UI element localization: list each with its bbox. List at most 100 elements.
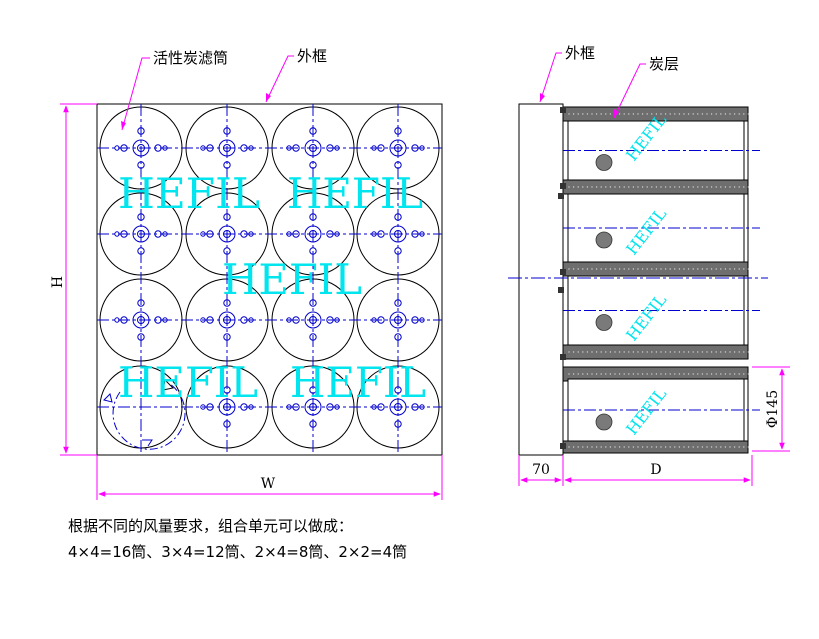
carbon-dot	[568, 268, 570, 270]
carbon-dot	[743, 373, 745, 375]
carbon-dot	[632, 268, 635, 270]
carbon-dot	[614, 268, 616, 270]
carbon-dot	[655, 373, 658, 375]
carbon-dot	[632, 373, 635, 375]
carbon-dot	[595, 351, 598, 353]
carbon-dot	[568, 186, 570, 188]
carbon-dot	[637, 351, 639, 353]
carbon-dot	[582, 446, 584, 448]
carbon-dot	[706, 351, 708, 353]
carbon-dot	[674, 186, 676, 188]
carbon-dot	[655, 186, 658, 188]
carbon-dot	[729, 186, 731, 188]
carbon-dot	[747, 268, 750, 270]
carbon-dot	[595, 446, 598, 448]
carbon-dot	[632, 186, 635, 188]
carbon-dot	[683, 113, 685, 115]
carbon-dot	[683, 268, 685, 270]
carbon-dot	[577, 268, 579, 270]
carbon-dot	[595, 268, 598, 270]
carbon-dot	[710, 373, 713, 375]
side-canisters	[558, 106, 760, 454]
front-centerlines	[97, 104, 442, 455]
caption-line-2: 4×4=16筒、3×4=12筒、2×4=8筒、2×2=4筒	[68, 543, 408, 561]
clamp-mark	[560, 183, 566, 189]
width-dimension	[96, 455, 443, 500]
side-outer-frame	[518, 103, 564, 456]
carbon-dot	[641, 351, 644, 353]
carbon-dot	[618, 186, 621, 188]
carbon-dot	[738, 113, 740, 115]
carbon-dot	[697, 373, 699, 375]
carbon-dot	[660, 268, 662, 270]
carbon-dot	[706, 113, 708, 115]
carbon-dot	[733, 351, 736, 353]
carbon-dot	[697, 268, 699, 270]
carbon-dot	[710, 446, 713, 448]
carbon-dot	[669, 113, 671, 115]
carbon-dot	[609, 373, 612, 375]
carbon-dot	[715, 268, 717, 270]
carbon-dot	[687, 446, 690, 448]
carbon-dot	[641, 373, 644, 375]
rotation-symbol	[103, 378, 186, 450]
carbon-dot	[660, 446, 662, 448]
carbon-dot	[605, 186, 607, 188]
carbon-dot	[724, 373, 727, 375]
carbon-dot	[632, 446, 635, 448]
carbon-dot	[747, 113, 750, 115]
carbon-dot	[733, 373, 736, 375]
carbon-dot	[568, 373, 570, 375]
carbon-dot	[729, 351, 731, 353]
carbon-dot	[577, 113, 579, 115]
carbon-dot	[706, 373, 708, 375]
carbon-dot	[724, 446, 727, 448]
carbon-dot	[733, 446, 736, 448]
canister-leader	[121, 57, 150, 131]
carbon-dot	[678, 446, 681, 448]
carbon-dot	[595, 113, 598, 115]
carbon-dot	[678, 186, 681, 188]
carbon-dot	[651, 268, 653, 270]
carbon-dot	[582, 351, 584, 353]
side-frame-leader	[539, 52, 562, 103]
carbon-dot	[674, 351, 676, 353]
carbon-dot	[582, 113, 584, 115]
carbon-dot	[609, 268, 612, 270]
carbon-dot	[605, 113, 607, 115]
carbon-dot	[646, 186, 648, 188]
carbon-dot	[651, 351, 653, 353]
carbon-dot	[614, 351, 616, 353]
carbon-dot	[655, 351, 658, 353]
carbon-dot	[572, 351, 575, 353]
carbon-dot	[618, 268, 621, 270]
carbon-dot	[729, 113, 731, 115]
carbon-dot	[600, 113, 602, 115]
carbon-dot	[628, 446, 630, 448]
height-label: H	[50, 276, 66, 288]
carbon-dot	[692, 268, 694, 270]
diameter-dimension	[752, 366, 790, 452]
watermark: HEFIL	[118, 169, 260, 218]
carbon-dot	[738, 351, 740, 353]
carbon-dot	[710, 351, 713, 353]
carbon-dot	[572, 186, 575, 188]
carbon-dot	[623, 268, 625, 270]
carbon-dot	[660, 186, 662, 188]
carbon-dot	[660, 351, 662, 353]
carbon-dot	[651, 186, 653, 188]
carbon-dot	[674, 446, 676, 448]
carbon-dot	[568, 351, 570, 353]
carbon-dot	[609, 446, 612, 448]
carbon-dot	[687, 351, 690, 353]
front-outer-frame	[96, 103, 443, 456]
carbon-dot	[646, 446, 648, 448]
carbon-dot	[683, 186, 685, 188]
carbon-dot	[710, 186, 713, 188]
carbon-dot	[637, 446, 639, 448]
carbon-dot	[697, 186, 699, 188]
carbon-dot	[623, 351, 625, 353]
clamp-mark	[560, 269, 566, 275]
carbon-dot	[623, 373, 625, 375]
